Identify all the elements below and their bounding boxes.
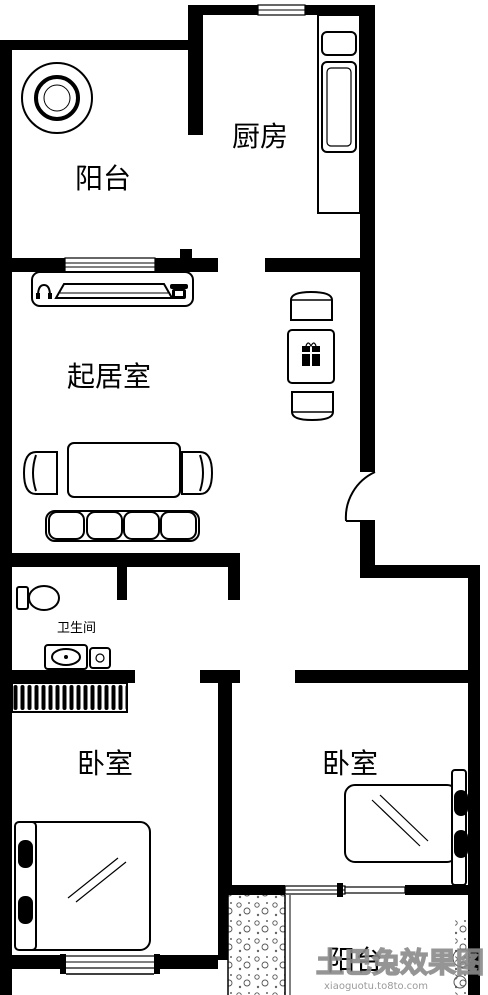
armchair-icon [22,451,58,495]
bedroom-right-window-icon [284,883,406,897]
outer-wall-right [468,565,480,995]
kitchen-top-wall-left [188,5,258,15]
bedroom-left-window-icon [59,954,161,975]
kitchen-window-icon [257,4,306,16]
living-window-icon [64,257,156,273]
label-bathroom: 卫生间 [57,621,96,636]
label-bedroom-right: 卧室 [322,747,378,780]
radiator-icon [11,682,128,713]
label-kitchen: 厨房 [232,120,288,153]
bathroom-right-stub [228,553,240,600]
bedroom-divider-wall [218,670,232,960]
bed-icon [14,821,151,951]
armchair-icon [181,451,214,495]
bathroom-bottom-wall [0,670,135,683]
toilet-icon [16,585,60,611]
chair-icon [290,290,333,321]
door-swing-icon [344,471,376,522]
wash-basin-icon [44,644,111,670]
kitchen-right-wall [360,5,375,272]
corridor-top-wall [360,565,480,578]
label-living-room: 起居室 [67,360,151,393]
balcony-floor [227,895,472,995]
walls [0,5,480,995]
pillow-icon [454,790,468,816]
bedroom-right-bottom-wall-left [232,885,285,895]
outer-wall-left [0,40,12,995]
watermark: 土巴兔效果图 xiaoguotu.to8to.com [315,945,484,992]
pillow-icon [18,840,33,868]
telephone-icon [170,284,188,299]
label-bedroom-left: 卧室 [77,747,133,780]
kitchen-counter-icon [317,14,361,214]
living-right-wall-lower [360,520,375,578]
bedroom-left-bottom-wall-left [12,955,60,969]
living-top-wall-left [0,258,65,272]
bedroom-right-bottom-wall-right [405,885,468,895]
watermark-url: xiaoguotu.to8to.com [324,981,428,992]
pillow-icon [18,896,33,924]
kitchen-left-wall [188,5,203,135]
watermark-brand: 土巴兔效果图 [316,946,484,979]
pillow-icon [454,830,468,858]
bathroom-inner-stub [117,567,127,600]
bedroom-left-bottom-wall-right [160,955,218,969]
label-balcony-bottom: 阳台 [327,944,383,977]
label-balcony-top: 阳台 [75,162,131,195]
windows [59,4,406,975]
headphone-icon [36,283,52,299]
bed-icon [344,769,467,886]
room-labels: 阳台 厨房 起居室 卫生间 卧室 卧室 阳台 [57,120,383,977]
coffee-table-icon [67,442,181,498]
living-top-wall-right [265,258,375,272]
sofa-icon [45,510,200,542]
bedroom-right-top-wall [295,670,480,683]
living-top-wall-notch [180,249,192,261]
chair-icon [291,391,334,422]
tv-cabinet-icon [31,271,194,307]
gift-box-icon [302,342,320,366]
round-planter-icon [21,62,93,134]
living-right-wall-upper [360,258,375,472]
kitchen-top-wall-right [305,5,375,15]
balcony-top-wall [0,40,192,50]
living-top-wall-mid [155,258,218,272]
bathroom-top-wall [0,553,240,567]
